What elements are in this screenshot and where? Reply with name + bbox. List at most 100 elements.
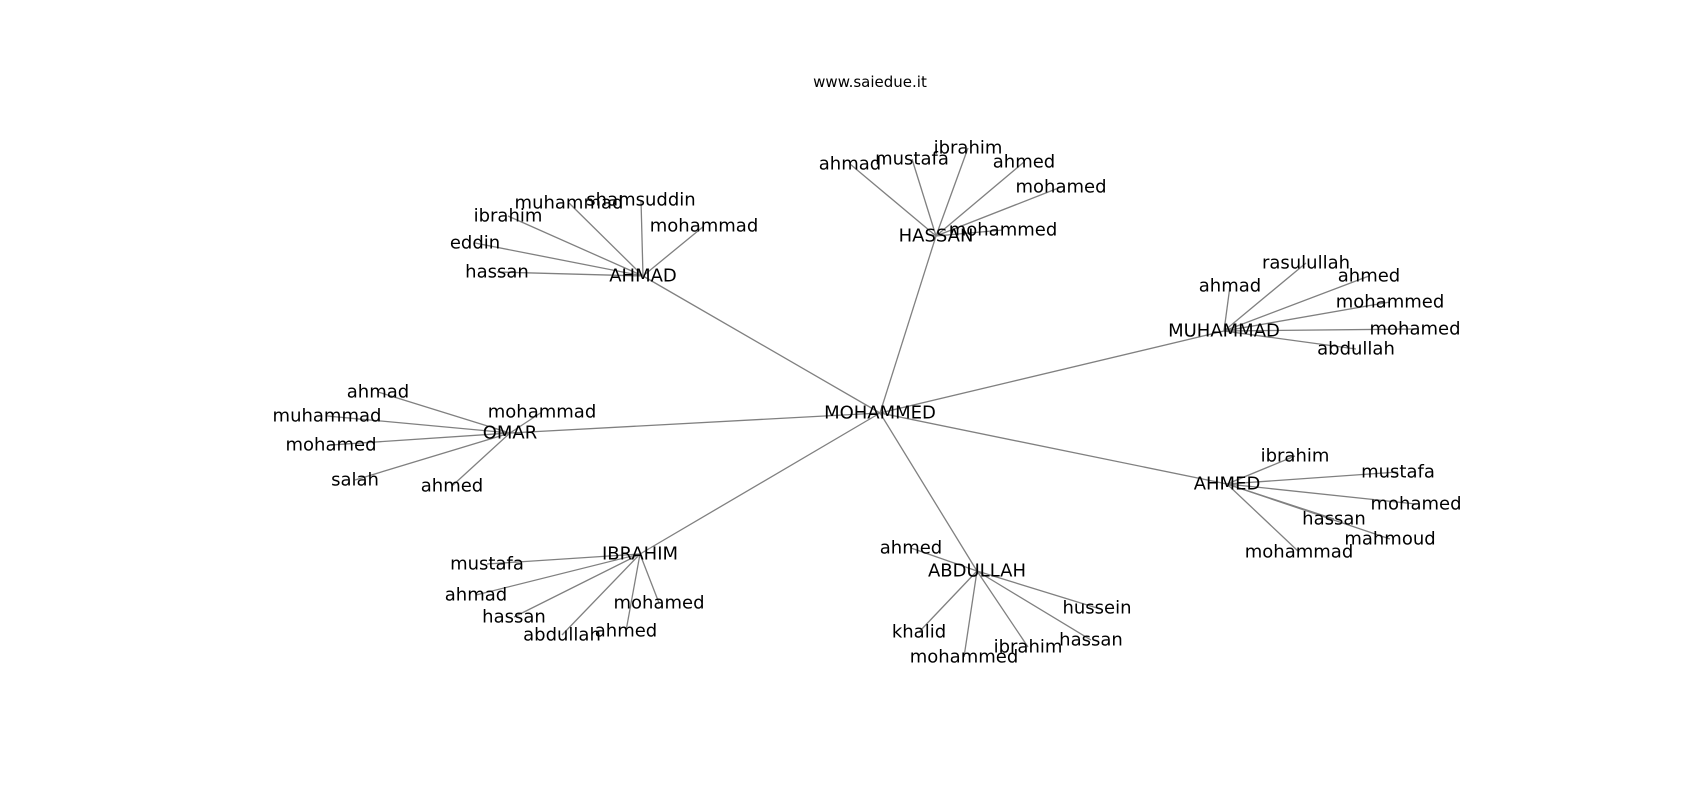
edge-hub-to-leaf xyxy=(976,570,1092,641)
edge-root-to-hub xyxy=(879,412,1228,485)
edge-hub-to-leaf xyxy=(935,229,1004,237)
edge-hub-to-leaf xyxy=(1223,328,1416,332)
edge-hub-to-leaf xyxy=(935,186,1062,237)
edge-hub-to-leaf xyxy=(976,570,1029,648)
leaf-node-label: hassan xyxy=(1302,509,1366,530)
leaf-node-label: ahmed xyxy=(1338,266,1400,287)
leaf-node-label: mohamed xyxy=(1015,177,1106,198)
edge-hub-to-leaf xyxy=(568,202,644,277)
leaf-node-label: mohammed xyxy=(949,220,1058,241)
edge-hub-to-leaf xyxy=(475,553,641,596)
edge-hub-to-leaf xyxy=(1223,262,1307,332)
edge-hub-to-leaf xyxy=(918,570,978,633)
edge-hub-to-leaf xyxy=(496,271,644,277)
edge-root-to-hub xyxy=(879,330,1225,414)
edge-hub-to-leaf xyxy=(1223,285,1231,332)
leaf-node-label: ahmed xyxy=(595,621,657,642)
edge-hub-to-leaf xyxy=(1226,471,1399,485)
edge-hub-to-leaf xyxy=(509,411,543,434)
hub-node-label: ABDULLAH xyxy=(928,561,1026,582)
leaf-node-label: mustafa xyxy=(875,149,949,170)
leaf-node-label: khalid xyxy=(892,622,946,643)
leaf-node-label: mustafa xyxy=(450,554,524,575)
edge-hub-to-leaf xyxy=(377,391,511,434)
leaf-node-label: mohamed xyxy=(285,435,376,456)
leaf-node-label: ahmad xyxy=(347,382,409,403)
leaf-node-label: mohammad xyxy=(1245,542,1354,563)
leaf-node-label: ahmed xyxy=(993,152,1055,173)
leaf-node-label: ibrahim xyxy=(474,206,543,227)
leaf-node-label: ahmad xyxy=(819,154,881,175)
edge-hub-to-leaf xyxy=(935,147,969,237)
graph-edges xyxy=(326,147,1417,658)
edge-hub-to-leaf xyxy=(910,547,978,572)
leaf-node-label: mahmoud xyxy=(1344,529,1435,550)
hub-node-label: OMAR xyxy=(483,423,538,444)
edge-hub-to-leaf xyxy=(935,161,1025,237)
hub-node-label: IBRAHIM xyxy=(602,544,678,565)
leaf-node-label: abdullah xyxy=(1317,339,1395,360)
leaf-node-label: hassan xyxy=(482,607,546,628)
leaf-node-label: ibrahim xyxy=(1261,446,1330,467)
edge-root-to-hub xyxy=(639,412,881,555)
edge-hub-to-leaf xyxy=(1226,483,1417,505)
edge-hub-to-leaf xyxy=(507,215,644,277)
hub-node-label: AHMAD xyxy=(609,266,677,287)
leaf-node-label: mohamed xyxy=(1370,494,1461,515)
root-node-label: MOHAMMED xyxy=(824,403,936,424)
leaf-node-label: mohammed xyxy=(1336,292,1445,313)
leaf-node-label: ibrahim xyxy=(994,637,1063,658)
leaf-node-label: abdullah xyxy=(523,625,601,646)
edge-hub-to-leaf xyxy=(625,553,641,632)
edge-hub-to-leaf xyxy=(963,570,978,658)
edge-hub-to-leaf xyxy=(330,432,511,446)
leaf-node-label: mohamed xyxy=(1369,319,1460,340)
leaf-node-label: hussein xyxy=(1062,598,1131,619)
edge-hub-to-leaf xyxy=(474,242,644,277)
edge-hub-to-leaf xyxy=(326,415,511,434)
leaf-node-label: mohamed xyxy=(613,593,704,614)
edge-hub-to-leaf xyxy=(911,158,937,237)
edge-hub-to-leaf xyxy=(561,553,641,636)
edge-hub-to-leaf xyxy=(639,553,660,604)
leaf-node-label: ahmad xyxy=(445,585,507,606)
leaf-node-label: muhammad xyxy=(515,193,624,214)
graph-labels: MOHAMMEDHASSANahmadmustafaibrahimahmedmo… xyxy=(273,138,1462,668)
leaf-node-label: ibrahim xyxy=(934,138,1003,159)
leaf-node-label: ahmed xyxy=(421,476,483,497)
edge-hub-to-leaf xyxy=(1223,330,1357,350)
leaf-node-label: eddin xyxy=(450,233,500,254)
leaf-node-label: ahmad xyxy=(1199,276,1261,297)
hub-node-label: MUHAMMAD xyxy=(1168,321,1280,342)
edge-hub-to-leaf xyxy=(486,553,641,565)
edge-hub-to-leaf xyxy=(1226,455,1296,485)
edge-hub-to-leaf xyxy=(1226,483,1391,540)
hub-node-label: HASSAN xyxy=(899,226,974,247)
leaf-node-label: rasulullah xyxy=(1262,253,1350,274)
leaf-node-label: mohammad xyxy=(488,402,597,423)
leaf-node-label: hassan xyxy=(465,262,529,283)
edge-hub-to-leaf xyxy=(640,199,644,277)
edge-hub-to-leaf xyxy=(1223,275,1370,332)
leaf-node-label: ahmed xyxy=(880,538,942,559)
edge-root-to-hub xyxy=(879,412,978,572)
leaf-node-label: mustafa xyxy=(1361,462,1435,483)
edge-hub-to-leaf xyxy=(642,225,705,277)
leaf-node-label: shamsuddin xyxy=(586,190,695,211)
leaf-node-label: salah xyxy=(331,470,379,491)
edge-hub-to-leaf xyxy=(976,570,1098,609)
hub-node-label: AHMED xyxy=(1194,474,1261,495)
leaf-node-label: muhammad xyxy=(273,406,382,427)
edge-hub-to-leaf xyxy=(1226,483,1300,553)
site-watermark: www.saiedue.it xyxy=(813,73,927,91)
leaf-node-label: mohammad xyxy=(650,216,759,237)
edge-hub-to-leaf xyxy=(513,553,641,618)
edge-root-to-hub xyxy=(642,275,881,414)
leaf-node-label: hassan xyxy=(1059,630,1123,651)
edge-root-to-hub xyxy=(879,235,937,414)
edge-hub-to-leaf xyxy=(451,432,511,487)
edge-root-to-hub xyxy=(509,412,881,434)
edge-hub-to-leaf xyxy=(354,432,511,481)
edge-hub-to-leaf xyxy=(849,163,937,237)
